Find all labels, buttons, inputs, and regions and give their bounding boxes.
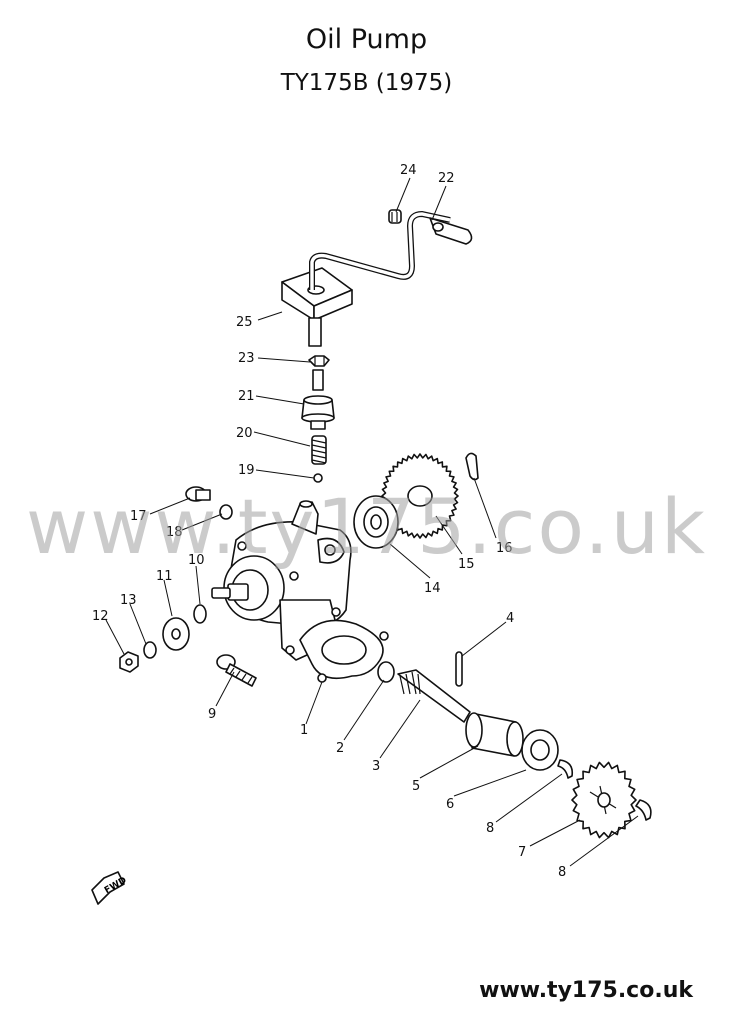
part-number-label: 1 — [300, 723, 308, 738]
part-number-label: 23 — [238, 351, 255, 366]
pump-gasket — [299, 619, 389, 683]
cable-adjuster-nut — [388, 209, 402, 224]
driven-gear — [381, 453, 459, 539]
seal-washer — [193, 604, 207, 624]
part-number-label: 10 — [188, 553, 205, 568]
spring — [311, 435, 327, 465]
pushrod — [308, 317, 322, 347]
part-number-label: 24 — [400, 163, 417, 178]
circlip-inner — [557, 759, 574, 779]
worm-shaft — [397, 669, 471, 723]
part-number-label: 8 — [558, 865, 566, 880]
drive-gear — [571, 761, 637, 839]
cable-end-hook — [429, 217, 473, 245]
part-number-label: 18 — [166, 525, 183, 540]
shaft-bearing — [521, 729, 559, 771]
locknut — [308, 355, 330, 367]
part-number-label: 21 — [238, 389, 255, 404]
dowel-pin — [455, 651, 463, 687]
banjo-bolt — [185, 486, 211, 502]
leader-lines — [105, 177, 639, 867]
part-number-label: 8 — [486, 821, 494, 836]
mounting-bolt — [216, 654, 257, 687]
part-number-label: 5 — [412, 779, 420, 794]
part-number-label: 11 — [156, 569, 173, 584]
part-number-label: 16 — [496, 541, 513, 556]
shaft-collar — [465, 712, 524, 757]
diagram-subtitle: TY175B (1975) — [280, 70, 453, 96]
part-number-label: 4 — [506, 611, 514, 626]
plain-washer — [162, 617, 190, 651]
steel-ball — [313, 473, 323, 483]
part-number-label: 13 — [120, 593, 137, 608]
part-number-labels: 1 2 3 4 5 6 7 8 8 9 10 11 12 13 14 15 16… — [92, 163, 566, 880]
part-number-label: 19 — [238, 463, 255, 478]
lock-washer — [143, 641, 157, 659]
adjusting-pulley — [301, 369, 335, 430]
bearing — [353, 495, 399, 549]
part-number-label: 7 — [518, 845, 526, 860]
forward-arrow-icon: FWD — [91, 871, 128, 905]
part-number-label: 9 — [208, 707, 216, 722]
part-number-label: 15 — [458, 557, 475, 572]
part-number-label: 20 — [236, 426, 253, 441]
part-number-label: 6 — [446, 797, 454, 812]
hex-nut — [119, 651, 139, 673]
o-ring — [377, 661, 395, 683]
part-number-label: 2 — [336, 741, 344, 756]
part-number-label: 22 — [438, 171, 455, 186]
circlip-outer — [635, 799, 652, 821]
footer-url: www.ty175.co.uk — [479, 978, 693, 1003]
diagram-title: Oil Pump — [305, 24, 428, 55]
part-number-label: 17 — [130, 509, 147, 524]
part-number-label: 3 — [372, 759, 380, 774]
part-number-label: 12 — [92, 609, 109, 624]
split-pin — [465, 452, 479, 481]
gasket-washer — [219, 504, 233, 520]
part-number-label: 14 — [424, 581, 441, 596]
cable-guide-plate — [281, 267, 353, 321]
part-number-label: 25 — [236, 315, 253, 330]
